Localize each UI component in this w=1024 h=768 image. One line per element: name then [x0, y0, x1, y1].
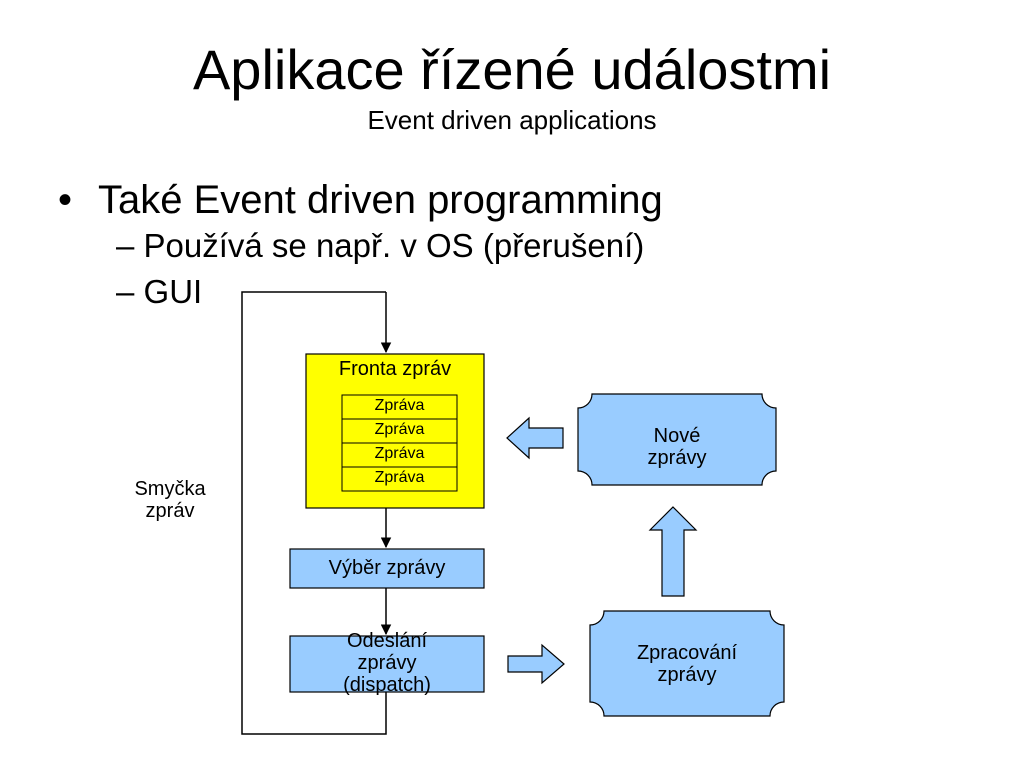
select-label: Výběr zprávy — [328, 557, 446, 579]
process-label: Zpracování zprávy — [590, 642, 784, 686]
new-to-queue-block-arrow — [506, 416, 564, 460]
subbullet-gui: – GUI — [116, 273, 203, 310]
slide-subtitle: Event driven applications — [367, 105, 657, 135]
new-messages-label-line: Nové — [653, 425, 701, 447]
process-label-line: Zpracování — [636, 642, 738, 664]
message-slot — [341, 394, 458, 420]
new-messages-box — [577, 393, 777, 486]
dispatch-message-box — [289, 635, 485, 693]
message-item: Zpráva — [374, 397, 425, 414]
loop-line — [241, 291, 387, 735]
message-item: Zpráva — [374, 445, 425, 462]
dispatch-label-line: (dispatch) — [343, 674, 431, 696]
dispatch-to-process-block-arrow — [507, 643, 565, 685]
select-message-box — [289, 548, 485, 589]
process-label-line: zprávy — [657, 664, 717, 686]
subbullet-os: – Používá se např. v OS (přerušení) — [116, 227, 645, 264]
message-item: Zpráva — [374, 469, 425, 486]
process-message-box — [589, 610, 785, 717]
dispatch-label-line: zprávy — [357, 652, 417, 674]
message-slot — [341, 466, 458, 492]
loop-label-line: Smyčka — [134, 478, 206, 500]
new-messages-label: Nové zprávy — [578, 425, 776, 469]
loop-label: Smyčka zpráv — [108, 478, 232, 522]
process-to-new-block-arrow — [648, 506, 698, 597]
message-slot — [341, 442, 458, 468]
dispatch-label-line: Odeslání — [346, 630, 428, 652]
message-item: Zpráva — [374, 421, 425, 438]
slide-title: Aplikace řízené událostmi — [192, 38, 832, 101]
bullet-dot: • — [58, 178, 73, 222]
dispatch-label: Odeslání zprávy (dispatch) — [290, 630, 484, 696]
bullet-text: Také Event driven programming — [98, 178, 663, 222]
new-messages-label-line: zprávy — [647, 447, 707, 469]
queue-label: Fronta zpráv — [338, 358, 452, 380]
bullet-item: • Také Event driven programming — [58, 176, 663, 224]
loop-label-line: zpráv — [145, 500, 195, 522]
message-slot — [341, 418, 458, 444]
